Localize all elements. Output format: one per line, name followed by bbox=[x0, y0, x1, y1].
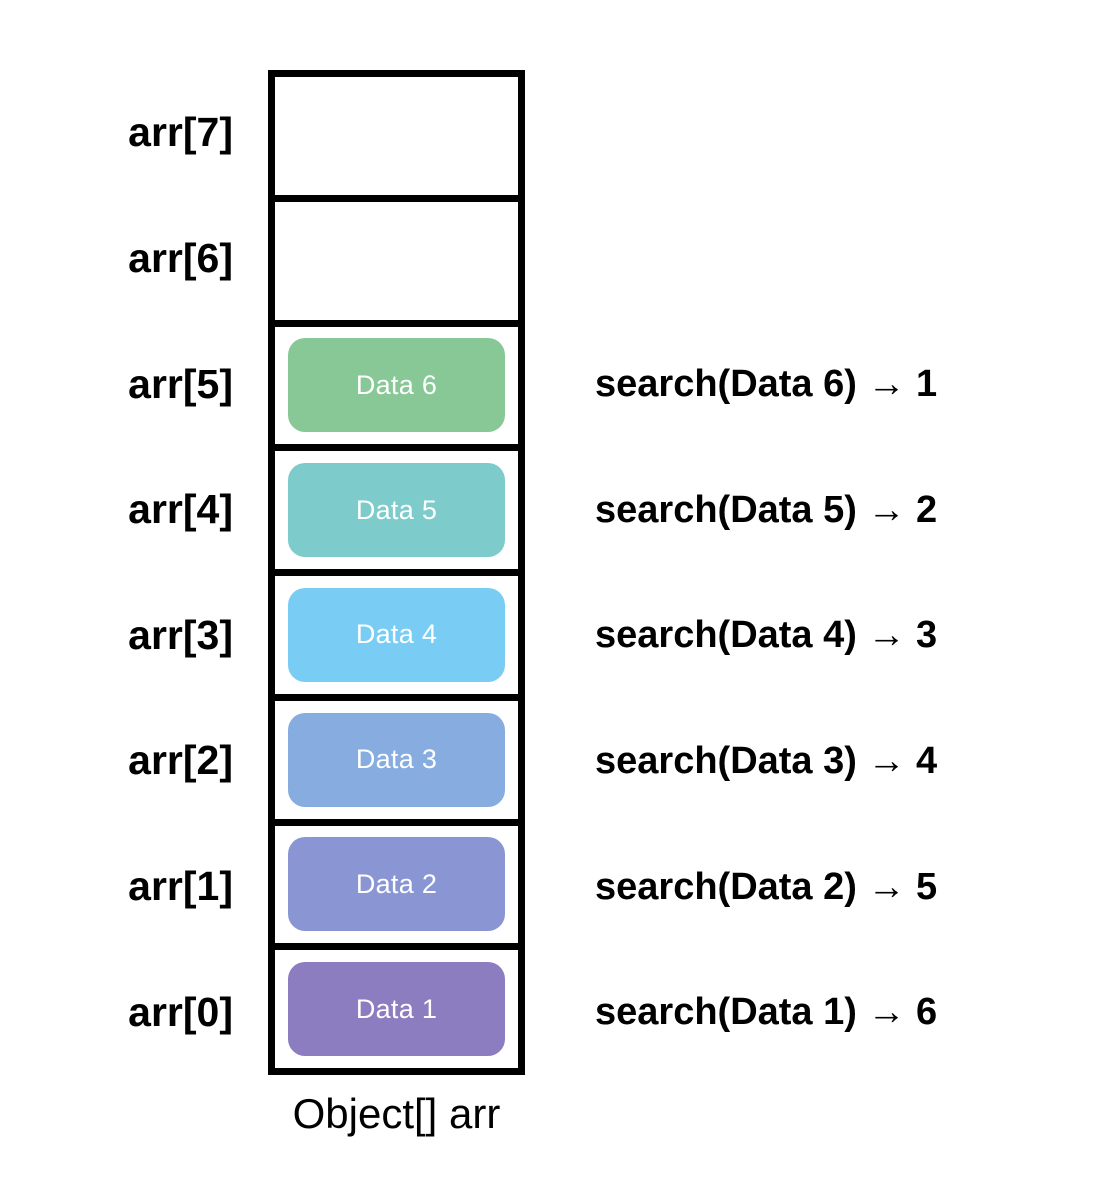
search-annotation: search(Data 1) → 6 bbox=[595, 991, 938, 1034]
search-annotation: search(Data 6) → 1 bbox=[595, 363, 938, 406]
array-index-label: arr[6] bbox=[128, 234, 233, 281]
array-cell bbox=[275, 202, 518, 327]
array-cell: Data 1 bbox=[275, 950, 518, 1068]
array-slot-value bbox=[288, 89, 504, 183]
array-slot-value bbox=[288, 214, 504, 308]
array-index-label: arr[2] bbox=[128, 737, 233, 784]
search-annotation: search(Data 2) → 5 bbox=[595, 865, 938, 908]
search-annotation-column: search(Data 6) → 1 search(Data 5) → 2 se… bbox=[560, 70, 1090, 1075]
array-slot-value: Data 3 bbox=[288, 712, 505, 807]
array-slot-value: Data 2 bbox=[288, 837, 505, 932]
search-annotation: search(Data 5) → 2 bbox=[595, 488, 938, 531]
search-annotation: search(Data 3) → 4 bbox=[595, 739, 938, 782]
array-index-label: arr[5] bbox=[128, 360, 233, 407]
array-caption: Object[] arr bbox=[292, 1090, 501, 1137]
array-index-label: arr[7] bbox=[128, 109, 233, 156]
array-index-label: arr[1] bbox=[128, 863, 233, 910]
array-cell: Data 4 bbox=[275, 576, 518, 701]
array-slot-value: Data 1 bbox=[288, 962, 505, 1057]
array-cell: Data 5 bbox=[275, 451, 518, 576]
array-slot-value: Data 5 bbox=[288, 463, 505, 558]
array-slot-value: Data 6 bbox=[288, 338, 505, 433]
array-slot-value: Data 4 bbox=[288, 587, 505, 682]
search-annotation: search(Data 4) → 3 bbox=[595, 614, 938, 657]
array-cell bbox=[275, 77, 518, 202]
array-cell: Data 2 bbox=[275, 826, 518, 951]
array-index-label: arr[3] bbox=[128, 611, 233, 658]
array-index-label-column: arr[7] arr[6] arr[5] arr[4] arr[3] arr[2… bbox=[60, 70, 255, 1075]
array-cell: Data 3 bbox=[275, 701, 518, 826]
array-container: Data 6 Data 5 Data 4 Data 3 Data 2 Data … bbox=[268, 70, 525, 1075]
array-cell: Data 6 bbox=[275, 327, 518, 452]
array-index-label: arr[4] bbox=[128, 486, 233, 533]
array-index-label: arr[0] bbox=[128, 988, 233, 1035]
